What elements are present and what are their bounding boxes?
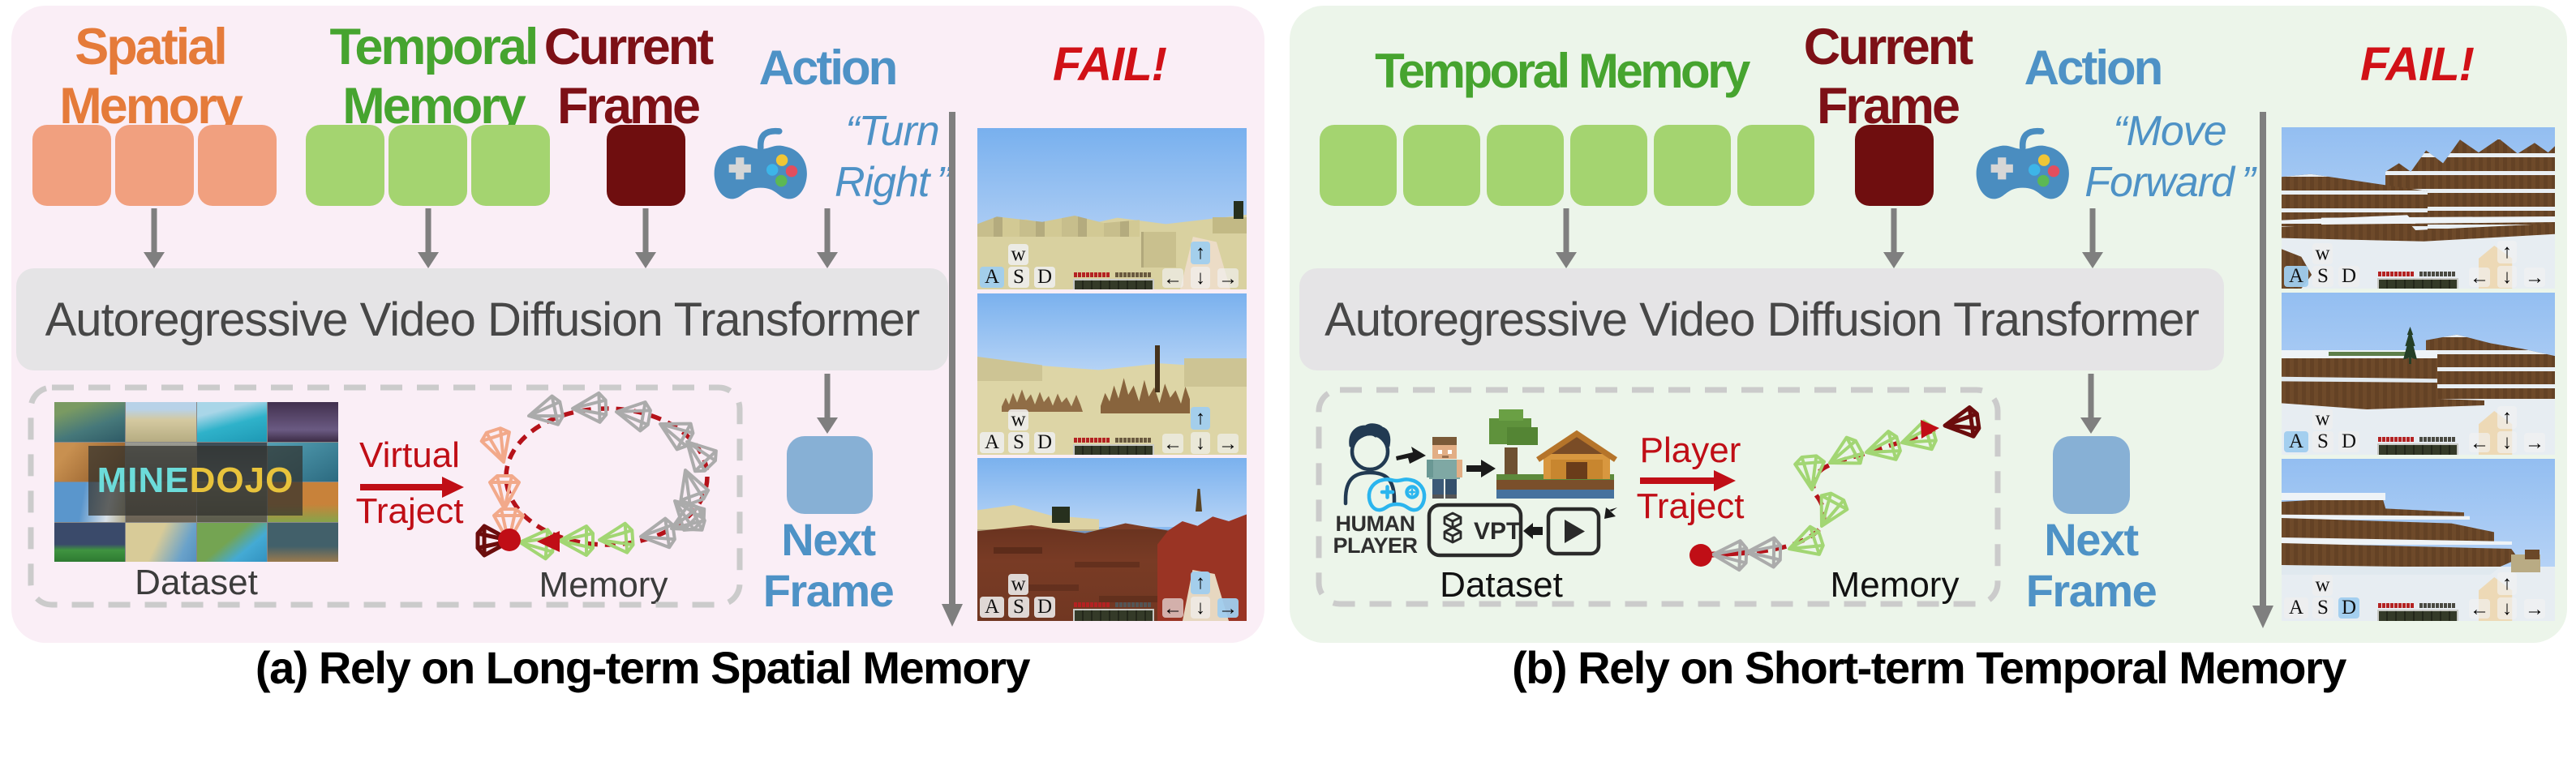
svg-text:VPT: VPT [1474, 518, 1521, 545]
